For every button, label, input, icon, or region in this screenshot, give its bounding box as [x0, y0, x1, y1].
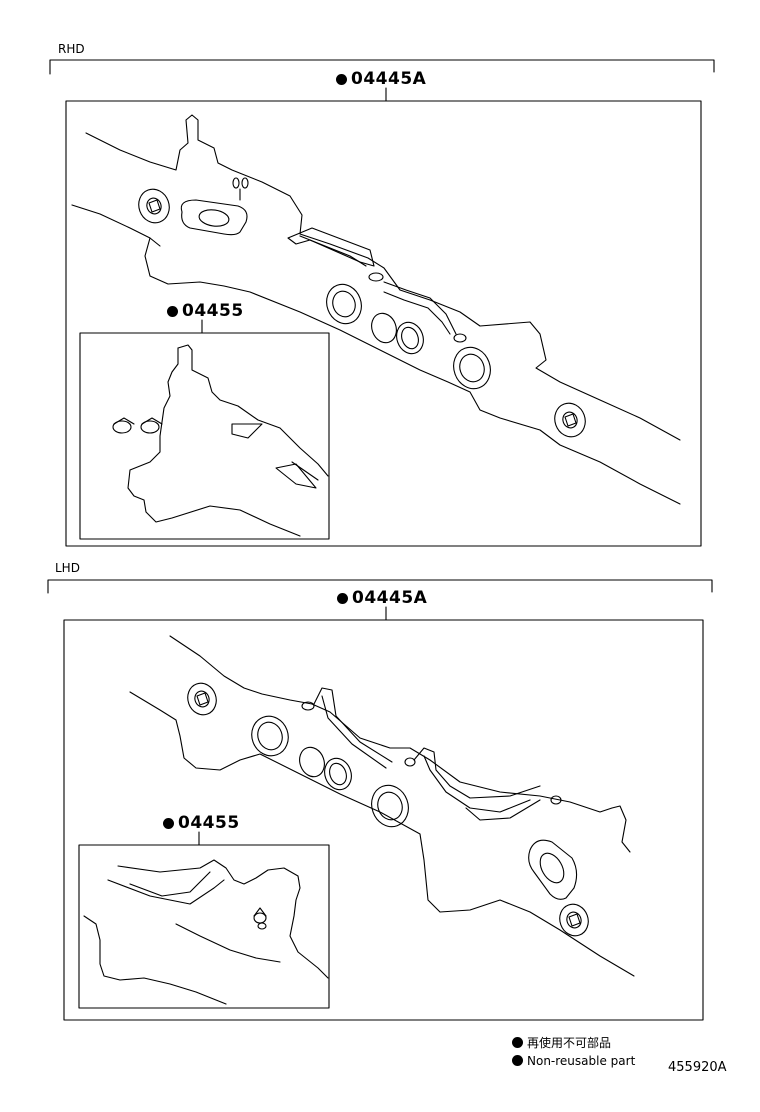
lhd-sub-part-callout: 04455 [163, 813, 240, 833]
rhd-rack-housing [72, 115, 680, 504]
non-reusable-dot-icon [512, 1037, 523, 1048]
lhd-main-part-number: 04445A [352, 588, 428, 608]
non-reusable-dot-icon [512, 1055, 523, 1066]
lhd-rack-housing [130, 636, 634, 976]
rhd-sub-detail [113, 345, 328, 536]
non-reusable-dot-icon [167, 306, 178, 317]
rhd-main-part-callout: 04445A [336, 69, 426, 89]
rhd-section-label: RHD [58, 42, 85, 56]
rhd-section-bracket [50, 60, 714, 74]
rhd-main-part-number: 04445A [351, 69, 427, 89]
lhd-sub-part-number: 04455 [178, 813, 240, 833]
figure-id: 455920A [668, 1060, 727, 1075]
lhd-main-part-callout: 04445A [337, 588, 427, 608]
non-reusable-dot-icon [163, 818, 174, 829]
lhd-sub-frame [79, 845, 329, 1008]
rhd-main-frame [66, 101, 701, 546]
legend-english-text: Non-reusable part [527, 1054, 636, 1068]
lhd-section-bracket [48, 580, 712, 593]
rhd-sub-part-number: 04455 [182, 301, 244, 321]
legend-line-japanese: 再使用不可部品 [512, 1034, 611, 1051]
lhd-sub-detail [84, 860, 328, 1004]
lhd-main-frame [64, 620, 703, 1020]
rhd-sub-frame [80, 333, 329, 539]
non-reusable-dot-icon [336, 74, 347, 85]
non-reusable-dot-icon [337, 593, 348, 604]
lhd-section-label: LHD [55, 561, 80, 575]
rhd-sub-part-callout: 04455 [167, 301, 244, 321]
legend-japanese-text: 再使用不可部品 [527, 1036, 612, 1050]
legend-line-english: Non-reusable part [512, 1054, 635, 1068]
